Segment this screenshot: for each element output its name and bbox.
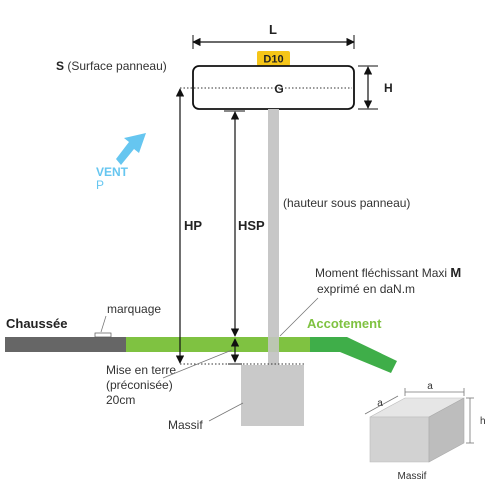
shoulder-surface (126, 337, 310, 352)
marking-label: marquage (107, 302, 161, 316)
hp-label: HP (184, 218, 202, 233)
d10-label: D10 (263, 54, 283, 66)
foundation-label: Massif (168, 418, 203, 432)
sign-pole (268, 109, 279, 367)
moment-leader-line (279, 297, 319, 337)
road-surface (5, 337, 126, 352)
moment-text-line2: exprimé en daN.m (317, 282, 415, 296)
box-left-dim-label: a (377, 398, 383, 409)
wind-arrow-icon (116, 133, 146, 165)
shoulder-slope (310, 337, 397, 373)
hsp-label: HSP (238, 218, 265, 233)
box-massif-label: Massif (398, 471, 427, 482)
burial-label-line1: Mise en terre (106, 363, 176, 377)
d10-badge (257, 51, 290, 66)
center-of-gravity-label: G (274, 82, 283, 96)
width-label: L (269, 22, 277, 37)
box-left-dim-line (364, 395, 399, 415)
hsp-description: (hauteur sous panneau) (283, 196, 410, 210)
massif-box-front (369, 416, 430, 463)
shoulder-label: Accotement (307, 316, 382, 331)
burial-label-line3: 20cm (106, 393, 135, 407)
height-label: H (384, 81, 393, 95)
roadway-label: Chaussée (6, 316, 67, 331)
box-height-dim-label: h (480, 416, 486, 427)
burial-leader-line (162, 349, 233, 379)
marking-leader-line (100, 315, 107, 333)
wind-pressure-label: P (96, 178, 104, 192)
foundation-block (241, 365, 304, 426)
surface-label: S (Surface panneau) (56, 59, 167, 73)
massif-box-side (428, 397, 465, 463)
road-marking (94, 332, 112, 338)
burial-label-line2: (préconisée) (106, 378, 173, 392)
foundation-leader-line (208, 402, 244, 422)
pole-base-segment (268, 337, 279, 352)
moment-text-line1: Moment fléchissant Maxi M (315, 265, 461, 280)
wind-label: VENT (96, 165, 129, 179)
box-top-dim-label: a (427, 381, 433, 392)
